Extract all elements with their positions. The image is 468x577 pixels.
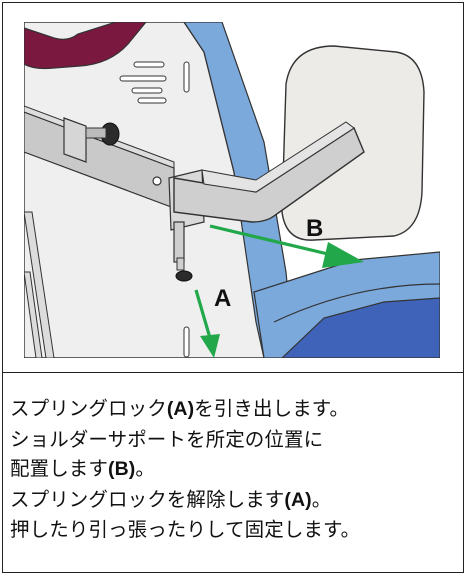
instruction-line-2: ショルダーサポートを所定の位置に — [10, 427, 324, 451]
instruction-text: スプリングロック(A)を引き出します。 ショルダーサポートを所定の位置に 配置し… — [10, 394, 460, 545]
shoulder-support-illustration: B A — [24, 22, 440, 358]
instruction-line-3: 配置します(B)。 — [10, 457, 155, 480]
section-divider — [2, 372, 464, 373]
instruction-line-5: 押したり引っ張ったりして固定します。 — [10, 518, 361, 541]
instruction-line-1: スプリングロック(A)を引き出します。 — [10, 397, 350, 420]
instruction-line-4: スプリングロックを解除します(A)。 — [10, 487, 332, 511]
callout-b: B — [306, 215, 323, 242]
callout-a: A — [214, 285, 231, 312]
illustration: B A — [24, 22, 440, 358]
